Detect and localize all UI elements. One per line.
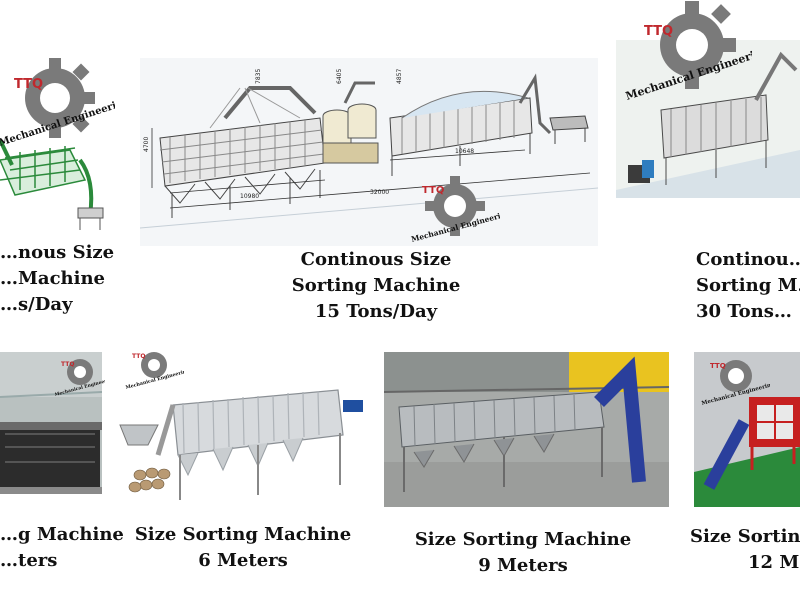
product-photo-9m (384, 352, 669, 507)
machine-photo (119, 389, 363, 500)
svg-text:TTQ: TTQ (61, 361, 74, 368)
svg-text:6405: 6405 (336, 69, 343, 84)
caption-top-left: …nous Size …Machine …s/Day (0, 242, 115, 315)
ttq-logo: TTQ Mechanical Engineering (624, 1, 752, 103)
product-image-top-center: 10980 32000 10648 4700 7835 6405 4857 (140, 58, 598, 246)
ttq-logo: TTQ Mechanical Engineering (410, 176, 500, 244)
machine-photo (384, 352, 669, 507)
svg-text:TTQ: TTQ (132, 353, 145, 360)
ttq-logo: TTQ Mechanical Engineering (125, 352, 184, 391)
ttq-logo: TTQ Mechanical Engineering (55, 359, 105, 398)
machine-render (616, 51, 800, 198)
svg-text:TTQ: TTQ (644, 24, 673, 39)
ttq-logo: TTQ Mechanical Engineering (701, 360, 770, 407)
caption-12m: Size Sortin… 12 M… (690, 526, 800, 573)
caption-9m: Size Sorting Machine 9 Meters (414, 529, 632, 576)
machine-render (694, 397, 800, 507)
machine-photo (0, 352, 102, 494)
product-image-top-left (0, 40, 115, 240)
caption-bottom-left: …g Machine …ters (0, 524, 124, 571)
caption-top-center: Continous Size Sorting Machine 15 Tons/D… (291, 249, 461, 322)
svg-text:TTQ: TTQ (710, 362, 726, 370)
svg-text:10648: 10648 (455, 148, 474, 155)
layout-drawing: 10980 32000 10648 4700 7835 6405 4857 (140, 69, 598, 229)
product-render-12m (694, 352, 800, 507)
svg-text:TTQ: TTQ (422, 185, 444, 196)
svg-text:4700: 4700 (143, 137, 150, 152)
svg-text:7835: 7835 (255, 69, 262, 84)
caption-6m: Size Sorting Machine 6 Meters (134, 524, 352, 571)
svg-text:4857: 4857 (396, 69, 403, 84)
machine-render (0, 139, 104, 230)
svg-text:10980: 10980 (240, 193, 259, 200)
svg-text:TTQ: TTQ (14, 77, 43, 92)
caption-top-right: Continou… Sorting M… 30 Tons… (696, 249, 800, 322)
product-photo-bottom-left (0, 352, 102, 494)
svg-text:32000: 32000 (370, 189, 389, 196)
ttq-logo: TTQ Mechanical Engineering (0, 58, 115, 149)
